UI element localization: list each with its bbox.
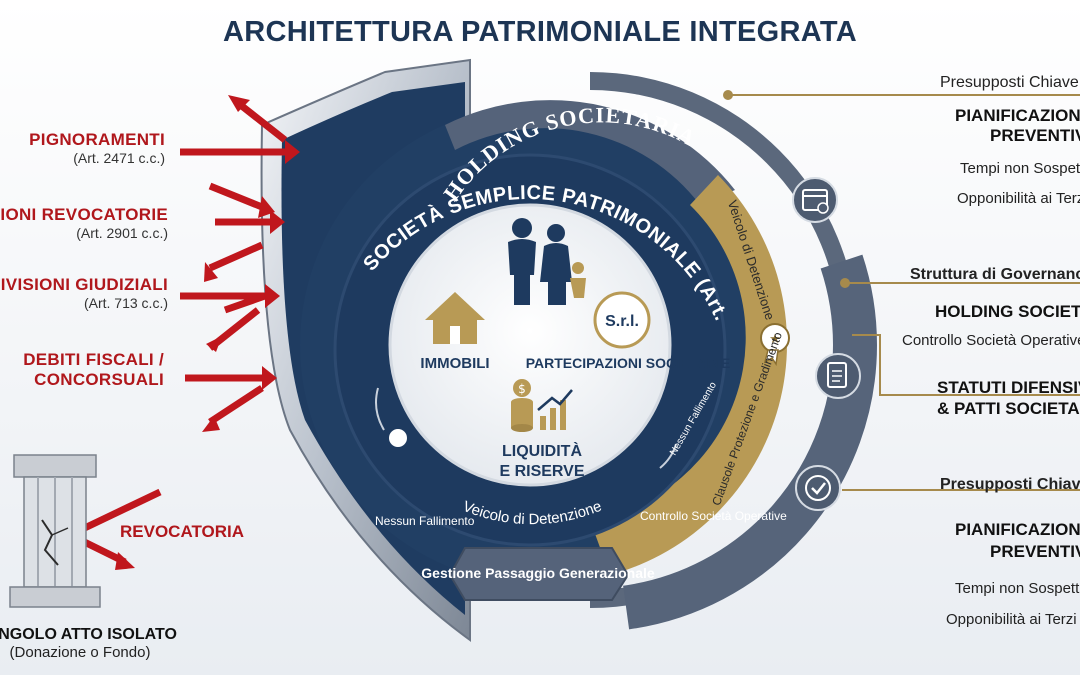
rp-g1-line2: Opponibilità ai Terzi bbox=[957, 190, 1080, 207]
outer-ring-fill bbox=[303, 58, 877, 632]
svg-text:★: ★ bbox=[769, 332, 781, 347]
liquidita-label-2: E RISERVE bbox=[499, 463, 584, 480]
rp-g3-title1: STATUTI DIFENSIVI bbox=[937, 378, 1080, 397]
threat-pignoramenti: PIGNORAMENTI (Art. 2471 c.c.) bbox=[29, 130, 165, 166]
document-icon bbox=[815, 353, 861, 399]
rp-g1-title1: PIANIFICAZIONE bbox=[955, 106, 1080, 125]
threat-label: DIVISIONI GIUDIZIALI bbox=[0, 275, 168, 294]
certificate-icon: ★ bbox=[760, 323, 790, 367]
nessun-fallimento-left: Nessun Fallimento bbox=[375, 514, 475, 528]
srl-badge bbox=[593, 291, 651, 349]
isolated-act: SINGOLO ATTO ISOLATO (Donazione o Fondo) bbox=[0, 626, 200, 661]
revocatoria-label: REVOCATORIA bbox=[120, 522, 245, 541]
threat-ref: (Art. 2901 c.c.) bbox=[76, 225, 168, 241]
rp-g3-title2: & PATTI SOCIETARI bbox=[937, 399, 1080, 418]
threat-arrows bbox=[58, 95, 300, 570]
immobili-label: IMMOBILI bbox=[420, 355, 489, 372]
threat-debiti: DEBITI FISCALI / CONCORSUALI bbox=[23, 350, 164, 390]
rp-g4-line2: Opponibilità ai Terzi bbox=[946, 611, 1077, 628]
gold-ring bbox=[590, 175, 788, 575]
threat-ref: (Art. 713 c.c.) bbox=[83, 295, 168, 311]
holding-band bbox=[445, 100, 735, 205]
rp-g2-line: Controllo Società Operative bbox=[902, 332, 1080, 349]
generational-tab bbox=[448, 547, 630, 601]
connector-lines bbox=[723, 90, 1080, 491]
generational-tab-label: Gestione Passaggio Generazionale bbox=[421, 565, 655, 581]
broken-column-icon bbox=[9, 454, 101, 608]
calendar-icon bbox=[792, 177, 838, 223]
inner-asset-disc bbox=[388, 203, 672, 487]
rp-g2-title: HOLDING SOCIETARIA bbox=[935, 302, 1080, 321]
threat-label-2: CONCORSUALI bbox=[34, 370, 164, 389]
family-icon bbox=[508, 218, 586, 305]
rp-g4-title1: PIANIFICAZIONE bbox=[955, 520, 1080, 539]
svg-text:$: $ bbox=[518, 382, 526, 396]
house-icon bbox=[425, 292, 485, 344]
rp-g1-line1: Tempi non Sospetti bbox=[960, 160, 1080, 177]
gold-ring-bottom-label: Controllo Società Operative bbox=[640, 509, 787, 523]
liquidita-label-1: LIQUIDITÀ bbox=[502, 441, 582, 460]
rp-g1-title2: PREVENTIVA bbox=[990, 126, 1080, 145]
srl-label: S.r.l. bbox=[605, 313, 639, 330]
rp-g1-heading: Presupposti Chiave bbox=[940, 74, 1079, 91]
isolated-act-subtitle: (Donazione o Fondo) bbox=[9, 644, 151, 661]
threat-divisioni: DIVISIONI GIUDIZIALI (Art. 713 c.c.) bbox=[0, 275, 168, 311]
partecipazioni-label: PARTECIPAZIONI SOCIETARIE bbox=[526, 355, 731, 371]
rp-g4-heading: Presupposti Chiave bbox=[940, 476, 1080, 493]
rp-g2-heading: Struttura di Governance bbox=[910, 266, 1080, 283]
rp-g4-line1: Tempi non Sospetti bbox=[955, 580, 1080, 597]
threat-label: PIGNORAMENTI bbox=[29, 130, 165, 149]
page-title: ARCHITETTURA PATRIMONIALE INTEGRATA bbox=[223, 16, 857, 48]
threat-label: DEBITI FISCALI / bbox=[23, 350, 164, 369]
threat-label: AZIONI REVOCATORIE bbox=[0, 205, 168, 224]
isolated-act-title: SINGOLO ATTO ISOLATO bbox=[0, 626, 177, 643]
threat-ref: (Art. 2471 c.c.) bbox=[73, 150, 165, 166]
threat-revocatorie: AZIONI REVOCATORIE (Art. 2901 c.c.) bbox=[0, 205, 168, 241]
check-icon bbox=[795, 465, 841, 511]
ring-decorations bbox=[375, 387, 677, 469]
coins-chart-icon: $ bbox=[511, 379, 573, 432]
rp-g4-title2: PREVENTIVA bbox=[990, 542, 1080, 561]
